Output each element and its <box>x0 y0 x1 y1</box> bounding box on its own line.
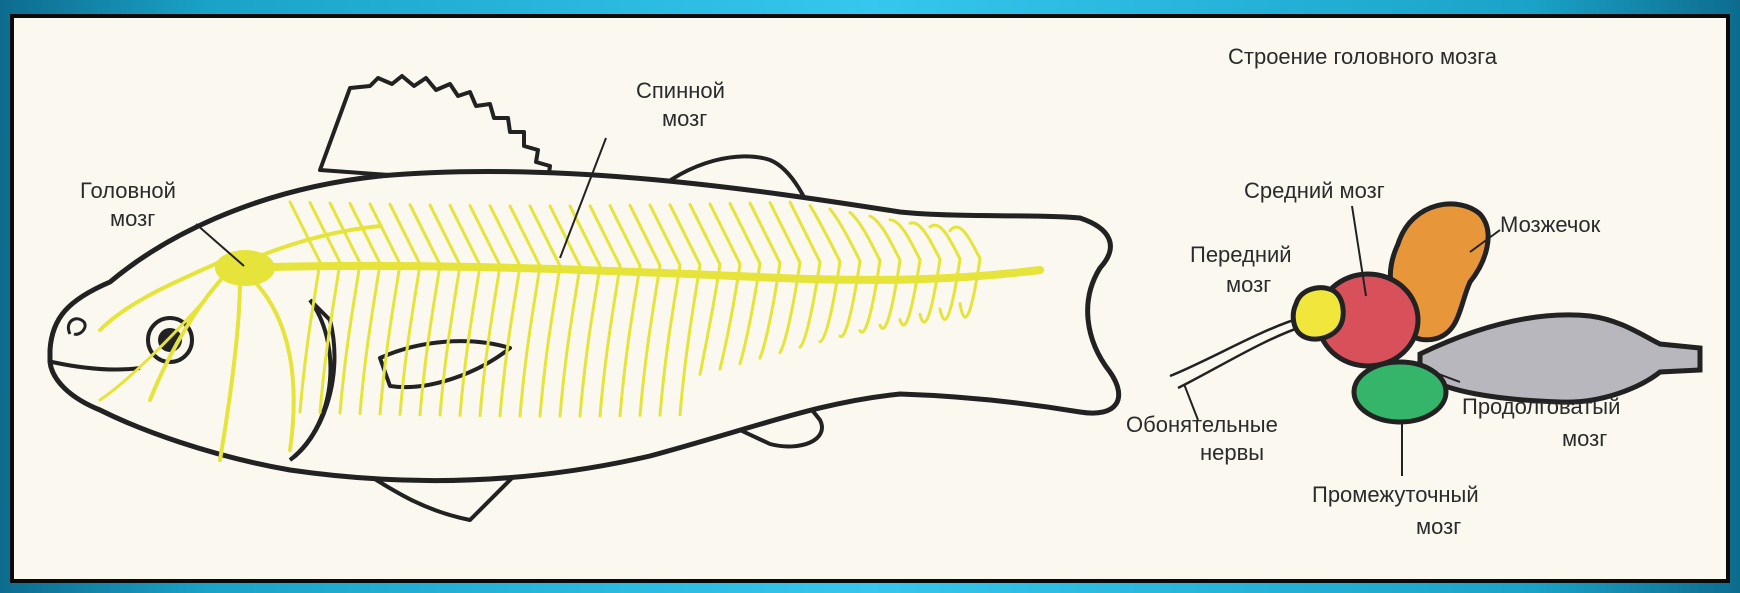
olfactory-nerve-2 <box>1178 326 1304 388</box>
olfactory-nerve-1 <box>1170 318 1300 376</box>
label-forebrain-line1: Передний <box>1190 242 1292 267</box>
label-head-line2: мозг <box>110 206 155 231</box>
label-head-line1: Головной <box>80 178 176 203</box>
label-spinal-line1: Спинной <box>636 78 725 103</box>
fish <box>50 76 1119 520</box>
fish-body <box>50 171 1119 480</box>
label-diencephalon-line2: мозг <box>1416 514 1461 539</box>
label-diencephalon-line1: Промежуточный <box>1312 482 1479 507</box>
label-forebrain-line2: мозг <box>1226 272 1271 297</box>
label-midbrain: Средний мозг <box>1244 178 1385 203</box>
brain-diagram <box>1170 204 1700 422</box>
label-olfactory-line2: нервы <box>1200 440 1264 465</box>
medulla <box>1420 315 1700 402</box>
label-olfactory-line1: Обонятельные <box>1126 412 1278 437</box>
label-medulla-line1: Продолговатый <box>1462 394 1620 419</box>
label-medulla-line2: мозг <box>1562 426 1607 451</box>
forebrain <box>1293 288 1343 339</box>
diagram-title: Строение головного мозга <box>1228 44 1498 69</box>
label-spinal-line2: мозг <box>662 106 707 131</box>
label-cerebellum: Мозжечок <box>1500 212 1601 237</box>
